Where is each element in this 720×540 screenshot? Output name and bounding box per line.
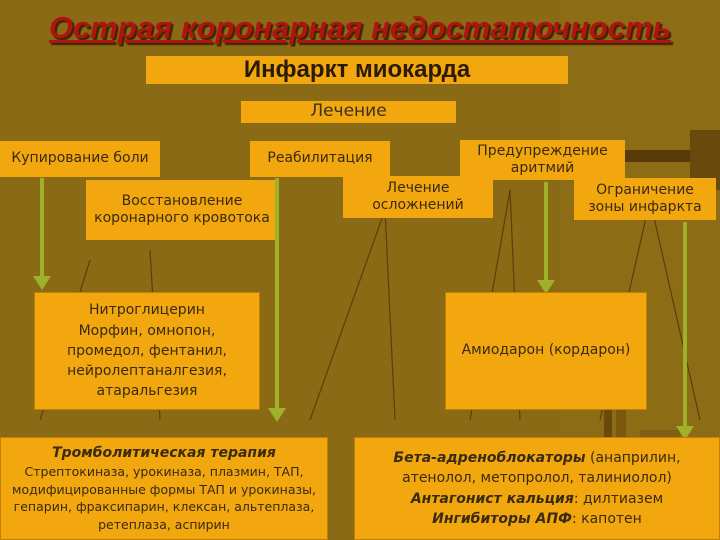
arrow-arrhythmia: [544, 182, 548, 282]
arrow-infarct-zone: [683, 222, 687, 428]
complications-line1: Лечение: [386, 179, 450, 196]
calcium-rest: : дилтиазем: [573, 490, 664, 507]
thrombolytic-title: Тромболитическая терапия: [52, 444, 276, 461]
pain-relief-label: Купирование боли: [11, 150, 149, 167]
complications-line2: осложнений: [372, 197, 464, 213]
pain-drug-line: Морфин, омнопон,: [78, 322, 216, 339]
arrhythmia-line1: Предупреждение: [477, 142, 608, 159]
ace-title: Ингибиторы АПФ: [432, 510, 572, 527]
arrow-head-icon: [33, 276, 51, 290]
beta-rest: (анаприлин,: [585, 449, 681, 466]
arrow-rehabilitation: [275, 178, 279, 410]
calcium-line: Антагонист кальция: дилтиазем: [411, 489, 663, 509]
rehabilitation-label: Реабилитация: [267, 150, 373, 167]
amiodarone-box: Амиодарон (кордарон): [445, 292, 647, 410]
infarct-zone-box: Ограничение зоны инфаркта: [574, 178, 716, 220]
thrombolytic-box: Тромболитическая терапия Стрептокиназа, …: [0, 437, 328, 540]
pain-drug-line: Нитроглицерин: [89, 302, 205, 319]
restoration-box: Восстановление коронарного кровотока: [86, 180, 278, 240]
pain-drug-line: нейролептаналгезия,: [67, 363, 227, 380]
rehabilitation-box: Реабилитация: [250, 141, 390, 177]
ace-rest: : капотен: [571, 510, 642, 527]
thrombolytic-line: модифицированные формы ТАП и урокиназы,: [12, 481, 316, 497]
arrow-head-icon: [537, 280, 555, 294]
ace-line: Ингибиторы АПФ: капотен: [432, 509, 642, 529]
restoration-line1: Восстановление: [121, 192, 243, 209]
thrombolytic-line: гепарин, фраксипарин, клексан, альтеплаз…: [13, 499, 315, 515]
arrow-head-icon: [268, 408, 286, 422]
pain-drug-line: промедол, фентанил,: [67, 342, 227, 359]
subtitle-box: Инфаркт миокарда: [146, 56, 568, 84]
arrow-head-icon: [676, 426, 694, 440]
calcium-title: Антагонист кальция: [410, 490, 574, 507]
beta-line2: атенолол, метопролол, талиниолол): [402, 470, 672, 487]
arrhythmia-line2: аритмий: [510, 160, 575, 176]
slide-title: Острая коронарная недостаточность: [48, 10, 672, 45]
pain-drug-line: атаральгезия: [96, 383, 198, 400]
complications-box: Лечение осложнений: [343, 176, 493, 218]
pain-relief-box: Купирование боли: [0, 141, 160, 177]
amiodarone-label: Амиодарон (кордарон): [461, 342, 631, 359]
arrhythmia-box: Предупреждение аритмий: [460, 140, 625, 180]
cardio-drugs-box: Бета-адреноблокаторы (анаприлин, атеноло…: [354, 437, 720, 540]
pain-drugs-box: Нитроглицерин Морфин, омнопон, промедол,…: [34, 292, 260, 410]
arrow-pain-relief: [40, 178, 44, 278]
thrombolytic-line: ретеплаза, аспирин: [98, 516, 230, 532]
infarct-line1: Ограничение: [596, 181, 694, 198]
beta-line: Бета-адреноблокаторы (анаприлин,: [393, 448, 680, 468]
treatment-box: Лечение: [241, 101, 456, 123]
beta-title: Бета-адреноблокаторы: [393, 449, 586, 466]
infarct-line2: зоны инфаркта: [588, 199, 702, 215]
thrombolytic-line: Стрептокиназа, урокиназа, плазмин, ТАП,: [24, 464, 304, 480]
restoration-line2: коронарного кровотока: [94, 210, 270, 226]
